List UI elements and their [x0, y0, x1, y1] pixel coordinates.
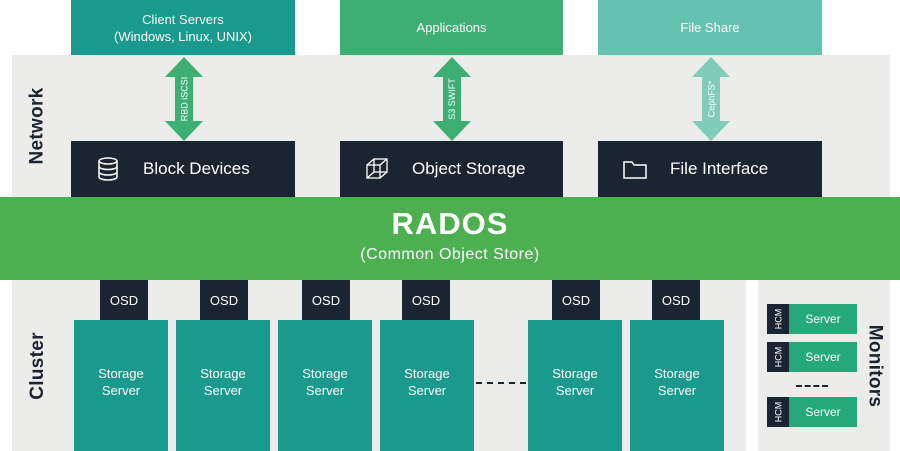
file-interface-box: File Interface	[598, 141, 822, 197]
storage-server-line2: Server	[555, 382, 595, 398]
cluster-label-wrap: Cluster	[12, 280, 64, 451]
rados-subtitle: (Common Object Store)	[360, 246, 540, 263]
object-storage-label: Object Storage	[412, 159, 526, 178]
applications-title: Applications	[416, 20, 487, 35]
monitor-dashed-connector	[796, 385, 828, 387]
rbd-iscsi-label: RBD iSCSI	[179, 76, 190, 122]
monitor-server-label: Server	[789, 342, 857, 372]
hcm-tag-label: HCM	[773, 346, 783, 368]
storage-server-line1: Storage	[302, 365, 348, 381]
storage-server-line2: Server	[407, 382, 447, 398]
block-devices-label: Block Devices	[143, 159, 250, 178]
osd-label: OSD	[100, 280, 148, 320]
monitor-server-label: Server	[789, 397, 857, 427]
monitors-label-wrap: Monitors	[858, 280, 890, 451]
dashed-connector	[476, 382, 526, 384]
client-servers-title: Client Servers	[142, 11, 224, 27]
cephfs-label: CephFS*	[706, 80, 716, 118]
file-interface-label: File Interface	[670, 159, 769, 178]
storage-server-line1: Storage	[200, 365, 246, 381]
monitors-label: Monitors	[864, 324, 885, 407]
applications-box: Applications	[340, 0, 563, 55]
s3-swift-arrow	[433, 57, 471, 141]
storage-server-line1: Storage	[404, 365, 450, 381]
rados-title: RADOS	[391, 206, 509, 241]
storage-server-line1: Storage	[654, 365, 700, 381]
cephfs-arrow	[692, 57, 730, 141]
monitor-server: HCM Server	[767, 304, 857, 334]
folder-icon	[623, 161, 647, 179]
hcm-tag: HCM	[767, 397, 789, 427]
monitor-server-label: Server	[789, 304, 857, 334]
storage-server-line2: Server	[101, 382, 141, 398]
storage-server-line2: Server	[203, 382, 243, 398]
storage-server-line2: Server	[657, 382, 697, 398]
client-servers-box: Client Servers (Windows, Linux, UNIX)	[71, 0, 295, 55]
file-share-box: File Share	[598, 0, 822, 55]
block-devices-box: Block Devices	[71, 141, 295, 197]
hcm-tag-label: HCM	[773, 401, 783, 423]
object-storage-box: Object Storage	[340, 141, 563, 197]
cube-icon	[366, 158, 388, 179]
rbd-iscsi-label-wrap: RBD iSCSI	[163, 57, 205, 141]
osd-label: OSD	[652, 280, 700, 320]
hcm-tag: HCM	[767, 304, 789, 334]
database-icon	[98, 157, 118, 181]
network-label-wrap: Network	[12, 55, 64, 197]
osd-label: OSD	[302, 280, 350, 320]
osd-label: OSD	[200, 280, 248, 320]
storage-server-line1: Storage	[98, 365, 144, 381]
osd-label: OSD	[552, 280, 600, 320]
hcm-tag-label: HCM	[773, 308, 783, 330]
monitor-server: HCM Server	[767, 397, 857, 427]
file-share-title: File Share	[680, 20, 740, 35]
cephfs-label-wrap: CephFS*	[690, 57, 732, 141]
storage-server-line1: Storage	[552, 365, 598, 381]
s3-swift-label: S3 SWIFT	[446, 78, 457, 120]
osd-label: OSD	[402, 280, 450, 320]
monitor-server: HCM Server	[767, 342, 857, 372]
cluster-label: Cluster	[27, 331, 48, 400]
network-label: Network	[27, 87, 48, 165]
rados-bar: RADOS (Common Object Store)	[0, 197, 900, 280]
hcm-tag: HCM	[767, 342, 789, 372]
storage-server-line2: Server	[305, 382, 345, 398]
s3-swift-label-wrap: S3 SWIFT	[431, 57, 473, 141]
rbd-iscsi-arrow	[165, 57, 203, 141]
client-servers-subtitle: (Windows, Linux, UNIX)	[114, 28, 252, 44]
